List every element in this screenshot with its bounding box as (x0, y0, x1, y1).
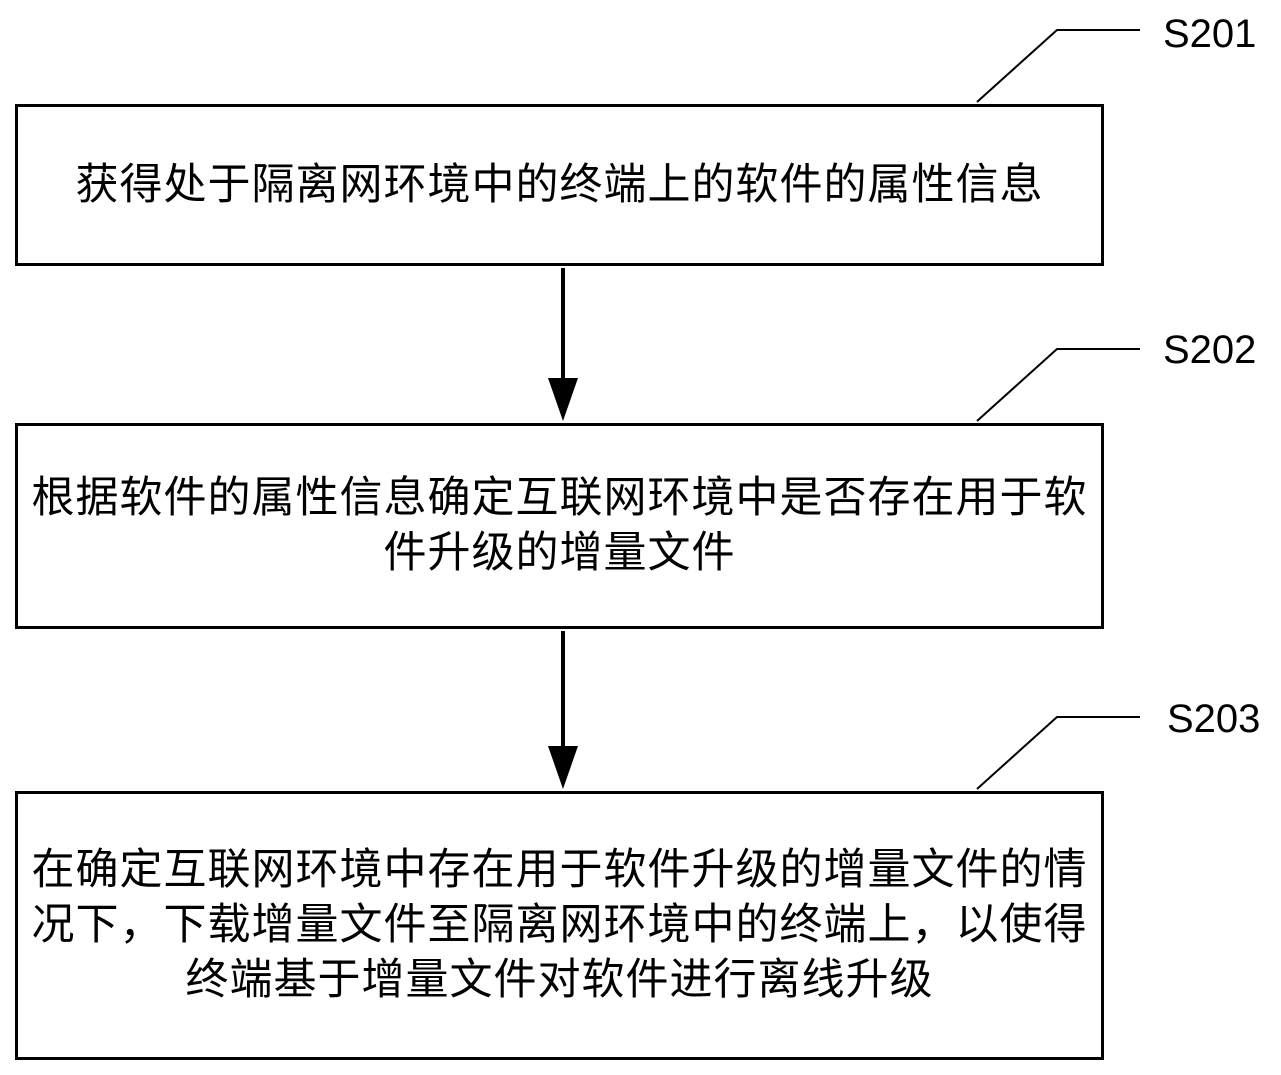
step-label-s202: S202 (1163, 328, 1257, 372)
step-box-s202: 根据软件的属性信息确定互联网环境中是否存在用于软件升级的增量文件 (15, 423, 1104, 629)
step-box-s203: 在确定互联网环境中存在用于软件升级的增量文件的情况下，下载增量文件至隔离网环境中… (15, 791, 1104, 1060)
step-text-s203: 在确定互联网环境中存在用于软件升级的增量文件的情况下，下载增量文件至隔离网环境中… (31, 845, 1088, 1005)
arrow-head-s203 (548, 746, 578, 789)
leader-line-s201 (976, 29, 1140, 103)
leader-line-s203 (976, 716, 1140, 790)
arrow-head-s202 (548, 378, 578, 421)
step-label-s201: S201 (1163, 12, 1257, 56)
step-text-s201: 获得处于隔离网环境中的终端上的软件的属性信息 (75, 159, 1044, 210)
step-label-s203: S203 (1167, 697, 1261, 741)
leader-line-s202 (976, 348, 1140, 422)
step-text-s202: 根据软件的属性信息确定互联网环境中是否存在用于软件升级的增量文件 (31, 473, 1088, 578)
step-box-s201: 获得处于隔离网环境中的终端上的软件的属性信息 (15, 104, 1104, 266)
